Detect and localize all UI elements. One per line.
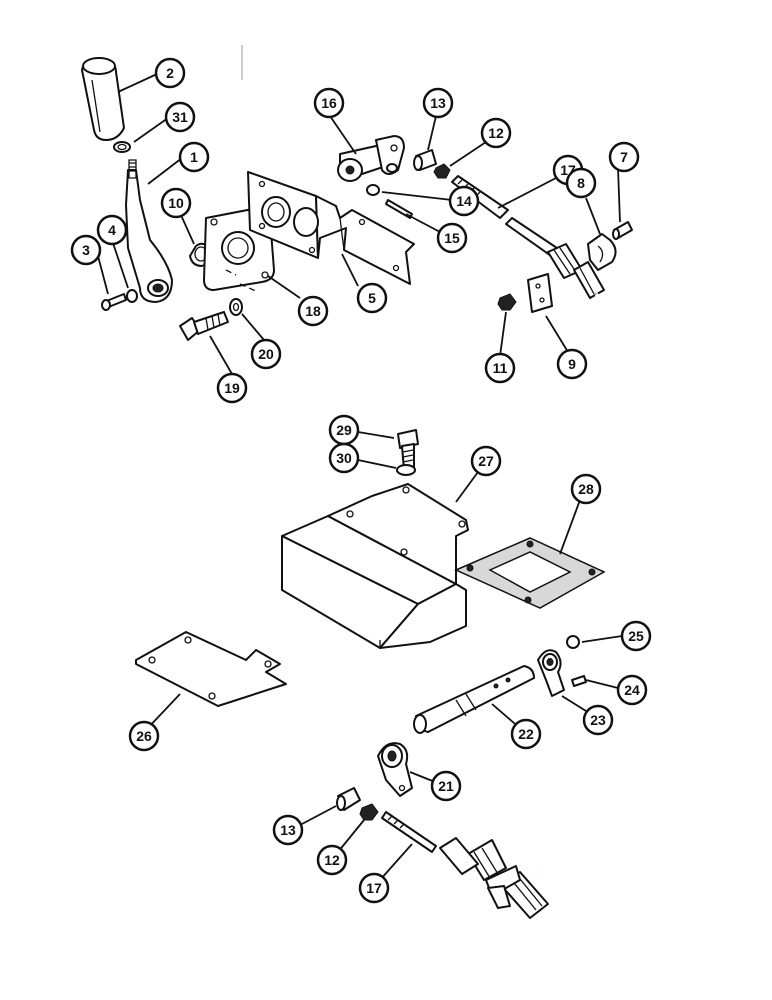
part-knob (81, 57, 125, 141)
part-yoke-23 (537, 649, 565, 697)
callout-22: 22 (510, 718, 542, 750)
svg-text:2: 2 (166, 65, 174, 81)
callout-28: 28 (570, 473, 602, 505)
callout-10: 10 (160, 187, 192, 219)
svg-text:7: 7 (620, 149, 628, 165)
svg-text:31: 31 (172, 109, 188, 125)
callout-17-lower: 17 (358, 872, 390, 904)
part-bolt-29 (397, 429, 419, 471)
part-plate-26 (135, 631, 287, 707)
svg-text:10: 10 (168, 195, 184, 211)
part-lever-21 (377, 742, 413, 797)
part-cover-27 (281, 483, 469, 649)
callout-24: 24 (616, 674, 648, 706)
svg-text:27: 27 (478, 453, 494, 469)
svg-text:21: 21 (438, 778, 454, 794)
part-ring-25 (566, 635, 580, 649)
part-nut-11 (497, 293, 517, 311)
svg-text:24: 24 (624, 682, 640, 698)
callout-21: 21 (430, 770, 462, 802)
svg-text:20: 20 (258, 346, 274, 362)
svg-text:12: 12 (488, 125, 504, 141)
part-nut-12-lower (359, 803, 379, 821)
callout-2: 2 (154, 57, 186, 89)
callout-18: 18 (297, 295, 329, 327)
part-washer-4 (126, 289, 138, 303)
part-stud-17-lower (381, 811, 437, 853)
part-washer-20 (229, 298, 243, 316)
callout-23: 23 (582, 704, 614, 736)
callout-9: 9 (556, 348, 588, 380)
callout-27: 27 (470, 445, 502, 477)
callout-29: 29 (328, 414, 360, 446)
part-pin-24 (571, 675, 587, 687)
callout-14: 14 (448, 185, 480, 217)
svg-text:11: 11 (493, 360, 508, 376)
part-lever (125, 159, 173, 303)
callout-30: 30 (328, 442, 360, 474)
part-clamp-8 (587, 233, 617, 271)
dashed-guide (225, 269, 259, 293)
part-pivot-16 (337, 135, 405, 182)
part-nut-12-top (433, 163, 451, 179)
callout-12-lower: 12 (316, 844, 348, 876)
part-screw-7 (612, 221, 633, 240)
svg-text:22: 22 (518, 726, 534, 742)
callout-11: 11 (484, 352, 516, 384)
callout-7: 7 (608, 141, 640, 173)
callout-3: 3 (70, 234, 102, 266)
control-cable (439, 217, 694, 926)
svg-text:13: 13 (280, 822, 296, 838)
svg-text:15: 15 (444, 230, 460, 246)
part-washer-31 (113, 141, 131, 153)
part-washer-30 (396, 464, 416, 476)
svg-text:1: 1 (190, 149, 198, 165)
svg-text:9: 9 (568, 356, 576, 372)
callout-1: 1 (178, 141, 210, 173)
svg-text:30: 30 (336, 450, 352, 466)
svg-text:3: 3 (82, 242, 90, 258)
svg-text:14: 14 (456, 193, 472, 209)
part-bush-13-top (413, 149, 437, 171)
svg-text:4: 4 (108, 222, 116, 238)
svg-text:25: 25 (628, 628, 644, 644)
svg-text:26: 26 (136, 728, 152, 744)
part-bracket-5 (247, 171, 415, 285)
part-plate-9 (527, 273, 553, 313)
callout-15: 15 (436, 222, 468, 254)
callout-20: 20 (250, 338, 282, 370)
svg-text:17: 17 (366, 880, 382, 896)
callout-4: 4 (96, 214, 128, 246)
svg-text:13: 13 (430, 95, 446, 111)
svg-text:12: 12 (324, 852, 340, 868)
svg-text:19: 19 (224, 380, 240, 396)
part-shaft-22 (413, 665, 535, 734)
callout-19: 19 (216, 372, 248, 404)
part-washer-14 (366, 184, 380, 196)
part-gasket-28 (454, 537, 606, 609)
part-bolt-19 (179, 311, 229, 341)
callout-16: 16 (313, 87, 345, 119)
callout-25: 25 (620, 620, 652, 652)
svg-text:28: 28 (578, 481, 594, 497)
callout-31: 31 (164, 101, 196, 133)
svg-text:16: 16 (321, 95, 337, 111)
callout-5: 5 (356, 282, 388, 314)
svg-text:18: 18 (305, 303, 321, 319)
callout-12-top: 12 (480, 117, 512, 149)
svg-text:5: 5 (368, 290, 376, 306)
svg-text:23: 23 (590, 712, 606, 728)
callout-13-lower: 13 (272, 814, 304, 846)
callout-8: 8 (565, 167, 597, 199)
svg-text:29: 29 (336, 422, 352, 438)
svg-text:8: 8 (577, 175, 585, 191)
callout-13-top: 13 (422, 87, 454, 119)
callout-26: 26 (128, 720, 160, 752)
part-split-pin-15 (385, 199, 413, 219)
part-bolt-3 (101, 293, 127, 311)
part-bush-13-lower (336, 787, 361, 811)
